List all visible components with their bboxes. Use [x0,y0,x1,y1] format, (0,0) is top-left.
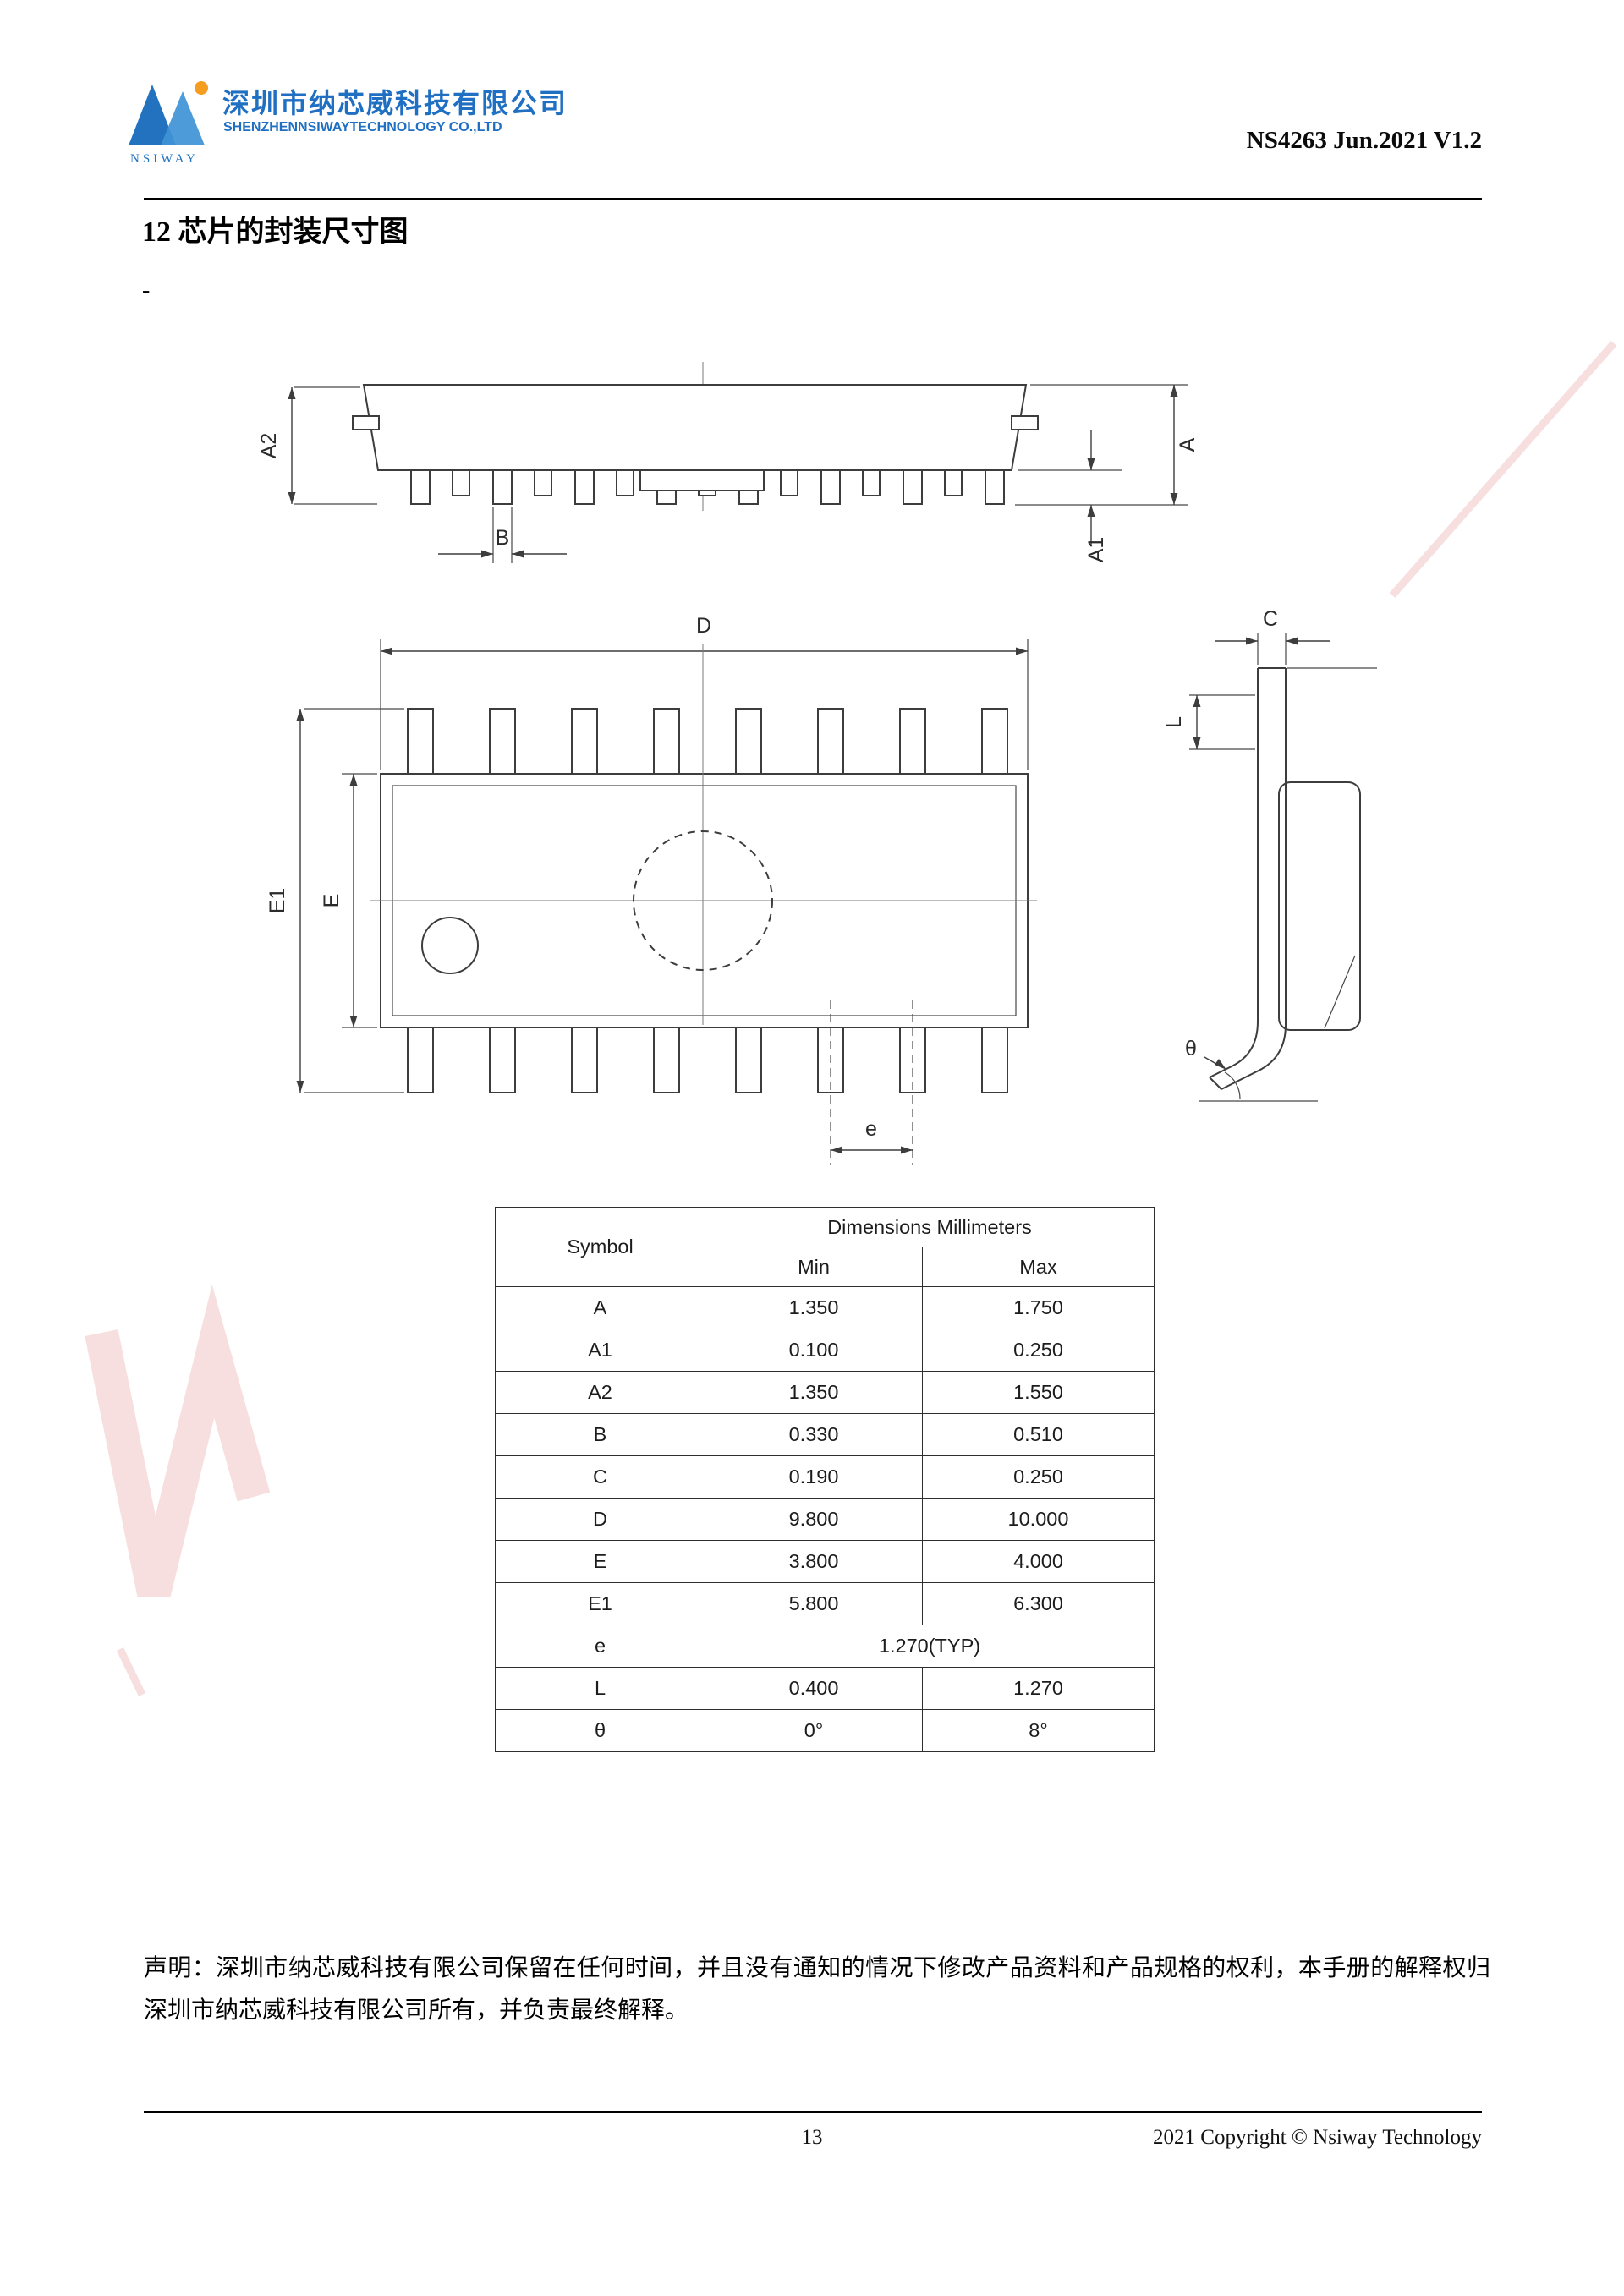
footer-rule [144,2111,1482,2113]
table-row: B 0.330 0.510 [495,1413,1155,1456]
label-a: A [1176,437,1199,452]
cell-max: 8° [922,1709,1155,1752]
col-header-min: Min [705,1247,923,1287]
label-b: B [496,526,510,550]
label-e-pitch: e [865,1117,877,1141]
dim-l: L [1162,694,1255,750]
col-header-dimensions: Dimensions Millimeters [705,1207,1155,1247]
cell-min: 0.400 [705,1667,923,1710]
dim-a2: A2 [257,386,377,505]
cell-min: 1.350 [705,1371,923,1414]
header-rule [144,198,1482,200]
cell-symbol: e [495,1625,705,1668]
table-row: E 3.800 4.000 [495,1540,1155,1583]
cell-max: 1.550 [922,1371,1155,1414]
dim-e-pitch: e [830,1000,914,1165]
end-view-body [1278,781,1361,1031]
label-a2: A2 [257,433,281,459]
table-row: e 1.270(TYP) [495,1625,1155,1668]
side-view: A2 A A1 B [257,362,1199,563]
cell-span-value: 1.270(TYP) [705,1625,1155,1668]
page-number: 13 [801,2126,823,2149]
cell-symbol: θ [495,1709,705,1752]
cell-min: 1.350 [705,1286,923,1329]
table-row: A1 0.100 0.250 [495,1329,1155,1372]
cell-max: 0.250 [922,1455,1155,1499]
cell-symbol: A1 [495,1329,705,1372]
label-d: D [696,614,711,638]
cell-max: 1.750 [922,1286,1155,1329]
cell-min: 0.190 [705,1455,923,1499]
cell-symbol: E1 [495,1582,705,1625]
top-view-upper-pins [407,708,1008,775]
cell-symbol: C [495,1455,705,1499]
dim-a: A [1015,384,1199,506]
cell-min: 5.800 [705,1582,923,1625]
cell-symbol: D [495,1498,705,1541]
col-header-max: Max [922,1247,1155,1287]
pin1-marker-circle [421,917,479,974]
dimensions-table: Symbol Dimensions Millimeters Min Max A … [495,1207,1155,1752]
lead-inner-profile [1221,668,1287,1090]
dim-e1: E1 [266,708,404,1093]
label-a1: A1 [1084,537,1108,563]
side-view-back-pins [452,469,963,496]
dim-a1: A1 [1018,430,1122,562]
company-name-en: SHENZHENNSIWAYTECHNOLOGY CO.,LTD [223,120,502,134]
cell-max: 0.250 [922,1329,1155,1372]
label-e-body: E [320,894,343,908]
table-row: A2 1.350 1.550 [495,1371,1155,1414]
table-row: C 0.190 0.250 [495,1455,1155,1499]
logo-right-triangle [161,91,205,145]
doc-reference: NS4263 Jun.2021 V1.2 [1246,127,1482,154]
cell-min: 0° [705,1709,923,1752]
cell-max: 6.300 [922,1582,1155,1625]
cell-max: 4.000 [922,1540,1155,1583]
cell-symbol: A2 [495,1371,705,1414]
label-theta: θ [1185,1037,1197,1060]
table-row: E1 5.800 6.300 [495,1582,1155,1625]
cell-min: 9.800 [705,1498,923,1541]
logo-text: NSIWAY [130,152,199,166]
table-row: θ 0° 8° [495,1709,1155,1752]
top-view: D [266,614,1037,1165]
lead-outer-profile [1209,668,1259,1078]
dim-b: B [438,507,567,563]
copyright-text: 2021 Copyright © Nsiway Technology [1153,2126,1482,2149]
cell-symbol: B [495,1413,705,1456]
company-logo-icon: NSIWAY [129,81,208,166]
cell-min: 3.800 [705,1540,923,1583]
col-header-symbol: Symbol [495,1207,705,1287]
dash-mark: - [142,277,151,304]
dim-c: C [1215,607,1330,665]
cell-max: 10.000 [922,1498,1155,1541]
section-title: 12 芯片的封装尺寸图 [142,216,409,248]
dim-theta: θ [1185,1037,1241,1100]
logo-orange-dot [195,81,208,95]
label-e1: E1 [266,888,289,914]
table-row: A 1.350 1.750 [495,1286,1155,1329]
cell-symbol: A [495,1286,705,1329]
dim-e-body: E [320,773,377,1028]
cell-max: 0.510 [922,1413,1155,1456]
side-view-front-pins [410,469,1005,505]
table-row: L 0.400 1.270 [495,1667,1155,1710]
cell-min: 0.100 [705,1329,923,1372]
label-l: L [1162,716,1186,728]
cell-symbol: E [495,1540,705,1583]
label-c: C [1263,607,1278,631]
top-view-lower-pins [407,1027,1008,1093]
end-view: C L θ [1162,607,1377,1102]
table-row: D 9.800 10.000 [495,1498,1155,1541]
cell-symbol: L [495,1667,705,1710]
cell-max: 1.270 [922,1667,1155,1710]
center-dashed-circle [633,830,773,971]
company-name-cn: 深圳市纳芯威科技有限公司 [222,88,568,118]
disclaimer-statement: 声明：深圳市纳芯威科技有限公司保留在任何时间，并且没有通知的情况下修改产品资料和… [144,1955,1490,2025]
dim-d: D [380,614,1029,770]
cell-min: 0.330 [705,1413,923,1456]
logo-left-triangle [129,85,176,145]
